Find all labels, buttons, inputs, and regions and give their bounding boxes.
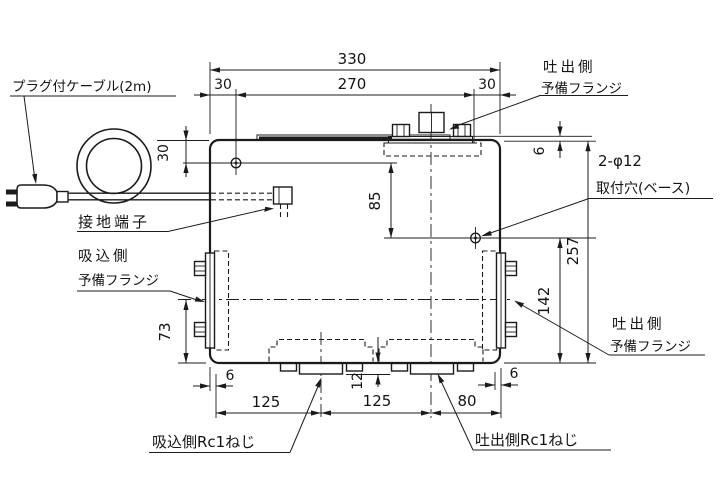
plug-prong-icon [6, 189, 18, 195]
ground-terminal [272, 186, 293, 219]
label-suction-thread: 吸込側Rc1ねじ [149, 377, 322, 453]
dim-suction-center-height: 73 [156, 300, 189, 363]
dim-base-lip-right: 6 [478, 366, 519, 388]
dim-hole2-to-bottom: 142 [535, 238, 563, 363]
suction-port-rc1 [268, 338, 374, 375]
discharge-spare-flange-right [481, 250, 518, 351]
label-discharge-spare-flange-top: 吐出側 予備フランジ [449, 59, 628, 130]
dim-text-142: 142 [535, 287, 553, 316]
dim-text-30-left: 30 [214, 77, 232, 93]
dim-text-330: 330 [338, 50, 367, 68]
label-discharge-spare-flange-right: 吐出側 予備フランジ [514, 300, 705, 356]
mount-hole-text-1: 2-φ12 [598, 152, 642, 170]
suction-spare-flange-left [193, 250, 230, 351]
label-ground-terminal: 接地端子 [77, 206, 274, 232]
label-suction-spare-flange: 吸込側 予備フランジ [77, 248, 205, 302]
dim-top-chain: 30 270 30 [194, 75, 516, 98]
pump-base-outline [208, 138, 502, 365]
cable-coil [68, 128, 273, 204]
suction-thread-text: 吸込側Rc1ねじ [152, 433, 255, 451]
flange-bolt-icon [193, 260, 207, 277]
dim-text-125-mid: 125 [363, 392, 392, 410]
label-plug-cable: プラグ付ケーブル(2m) [10, 78, 176, 184]
dim-bottom-chain: 125 125 80 [216, 392, 501, 416]
dim-text-12: 12 [350, 372, 366, 390]
dim-text-80: 80 [457, 392, 476, 410]
discharge-thread-text: 吐出側Rc1ねじ [475, 431, 578, 449]
discharge-flange-top-text-2: 予備フランジ [541, 81, 622, 97]
flange-bolt-icon [391, 123, 411, 138]
dim-text-6-bottom-right: 6 [510, 366, 519, 382]
dim-text-6-top: 6 [532, 146, 548, 155]
dim-text-73: 73 [156, 322, 174, 341]
dim-text-125-left: 125 [252, 393, 281, 411]
dim-base-lip-left: 6 [193, 368, 235, 389]
dim-text-30-right: 30 [478, 77, 496, 93]
suction-flange-text-2: 予備フランジ [78, 273, 159, 289]
dim-hole-gap: 85 [366, 163, 394, 238]
discharge-spare-flange-top [383, 111, 482, 157]
dim-overall-height: 257 [564, 141, 591, 363]
discharge-flange-top-text-1: 吐出側 [543, 59, 596, 76]
plug-prong-icon [6, 201, 18, 207]
dim-text-6-bottom-left: 6 [226, 368, 235, 384]
discharge-port-rc1 [378, 338, 484, 375]
dim-hole1-from-top: 30 [156, 126, 189, 177]
dim-overall-width: 330 [210, 50, 500, 73]
flange-bolt-icon [504, 321, 518, 338]
label-discharge-thread: 吐出側Rc1ねじ [437, 373, 611, 451]
dim-text-30-vert: 30 [156, 144, 172, 162]
dim-top-plate-lip: 6 [532, 121, 563, 158]
discharge-flange-right-text-1: 吐出側 [612, 316, 665, 333]
power-plug [6, 184, 69, 209]
dim-text-257: 257 [564, 237, 582, 266]
flange-bolt-icon [504, 260, 518, 277]
flange-bolt-icon [193, 321, 207, 338]
label-mounting-holes: 2-φ12 取付穴(ベース) [481, 152, 713, 237]
extension-lines [157, 62, 596, 418]
suction-flange-text-1: 吸込側 [78, 248, 131, 265]
mounting-hole-bottom-right [465, 227, 486, 249]
ground-terminal-text: 接地端子 [78, 213, 150, 231]
discharge-flange-right-text-2: 予備フランジ [610, 339, 691, 355]
dim-port-protrusion: 12 [350, 337, 381, 390]
mount-hole-text-2: 取付穴(ベース) [596, 181, 690, 197]
dim-text-270: 270 [338, 75, 367, 93]
dim-text-85: 85 [366, 191, 384, 210]
top-plate [256, 134, 451, 141]
plug-cable-text: プラグ付ケーブル(2m) [12, 78, 151, 95]
